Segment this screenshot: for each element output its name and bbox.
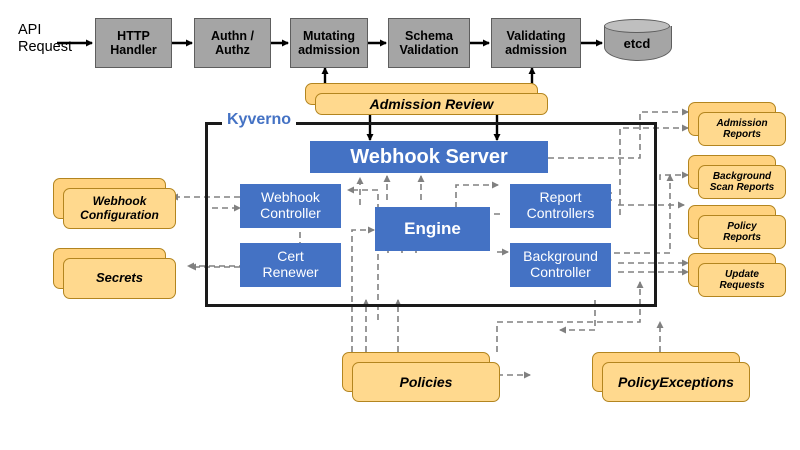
resource-update-requests[interactable]: Update Requests — [688, 253, 788, 297]
pipeline-box-authn-authz[interactable]: Authn / Authz — [194, 18, 271, 68]
policies-label: Policies — [352, 362, 500, 402]
component-webhook-server[interactable]: Webhook Server — [310, 141, 548, 173]
background-controller-line1: Background — [523, 248, 598, 265]
api-request-label: API Request — [18, 22, 88, 57]
secrets-label: Secrets — [63, 258, 176, 299]
component-report-controllers[interactable]: Report Controllers — [510, 184, 611, 228]
bottom-resource-connectors — [351, 226, 664, 379]
background-scan-reports-label: Background Scan Reports — [698, 165, 786, 199]
resource-policy-reports[interactable]: Policy Reports — [688, 205, 788, 249]
kyverno-boundary — [205, 122, 657, 307]
authn-authz-line2: Authz — [215, 43, 250, 57]
admission-reports-line2: Reports — [723, 129, 761, 140]
webhook-controller-line1: Webhook — [261, 189, 320, 206]
kyverno-label: Kyverno — [222, 111, 297, 129]
validating-admission-line1: Validating — [506, 29, 566, 43]
pipeline-box-mutating-admission[interactable]: Mutating admission — [290, 18, 368, 68]
report-controllers-line2: Controllers — [526, 205, 595, 221]
policy-exceptions-label: PolicyExceptions — [602, 362, 750, 402]
cert-renewer-line2: Renewer — [262, 264, 319, 280]
component-background-controller[interactable]: Background Controller — [510, 243, 611, 287]
admission-review-label: Admission Review — [315, 93, 548, 115]
update-requests-line1: Update — [725, 268, 759, 280]
policy-reports-line1: Policy — [727, 220, 757, 232]
webhook-configuration-label: Webhook Configuration — [63, 188, 176, 229]
admission-reports-line1: Admission — [716, 117, 768, 129]
policy-reports-label: Policy Reports — [698, 215, 786, 249]
component-engine[interactable]: Engine — [375, 207, 490, 251]
api-request-line2: Request — [18, 39, 73, 56]
resource-webhook-configuration[interactable]: Webhook Configuration — [53, 178, 178, 229]
resource-policies[interactable]: Policies — [342, 352, 502, 402]
schema-validation-line2: Validation — [399, 43, 459, 57]
etcd-cylinder-top — [604, 19, 670, 33]
webhook-configuration-line1: Webhook — [92, 193, 147, 208]
update-requests-label: Update Requests — [698, 263, 786, 297]
cert-renewer-line1: Cert — [277, 248, 304, 265]
webhook-configuration-line2: Configuration — [80, 207, 159, 222]
mutating-admission-line1: Mutating — [302, 29, 356, 43]
engine-label: Engine — [404, 219, 461, 239]
policy-reports-line2: Reports — [723, 232, 761, 243]
component-cert-renewer[interactable]: Cert Renewer — [240, 243, 341, 287]
schema-validation-line1: Schema — [405, 29, 453, 43]
webhook-server-label: Webhook Server — [350, 145, 508, 168]
validating-admission-line2: admission — [505, 43, 567, 57]
report-controllers-line1: Report — [539, 189, 582, 206]
api-request-line1: API — [18, 22, 42, 38]
etcd-datastore[interactable]: etcd — [604, 19, 672, 67]
resource-background-scan-reports[interactable]: Background Scan Reports — [688, 155, 788, 199]
admission-reports-label: Admission Reports — [698, 112, 786, 146]
authn-authz-line1: Authn / — [210, 29, 255, 43]
webhook-controller-line2: Controller — [260, 205, 321, 221]
background-scan-reports-line1: Background — [712, 170, 772, 182]
http-handler-line2: Handler — [110, 43, 157, 57]
update-requests-line2: Requests — [719, 280, 765, 291]
background-controller-line2: Controller — [530, 264, 591, 280]
etcd-label: etcd — [623, 35, 651, 51]
mutating-admission-line2: admission — [298, 43, 360, 57]
resource-policy-exceptions[interactable]: PolicyExceptions — [592, 352, 752, 402]
resource-secrets[interactable]: Secrets — [53, 248, 178, 299]
http-handler-line1: HTTP — [117, 29, 150, 43]
pipeline-box-schema-validation[interactable]: Schema Validation — [388, 18, 470, 68]
pipeline-box-http-handler[interactable]: HTTP Handler — [95, 18, 172, 68]
resource-admission-reports[interactable]: Admission Reports — [688, 102, 788, 146]
pipeline-box-validating-admission[interactable]: Validating admission — [491, 18, 581, 68]
component-webhook-controller[interactable]: Webhook Controller — [240, 184, 341, 228]
background-scan-reports-line2: Scan Reports — [709, 182, 775, 193]
admission-review-box[interactable]: Admission Review — [305, 83, 548, 115]
right-resource-connectors — [548, 108, 689, 276]
